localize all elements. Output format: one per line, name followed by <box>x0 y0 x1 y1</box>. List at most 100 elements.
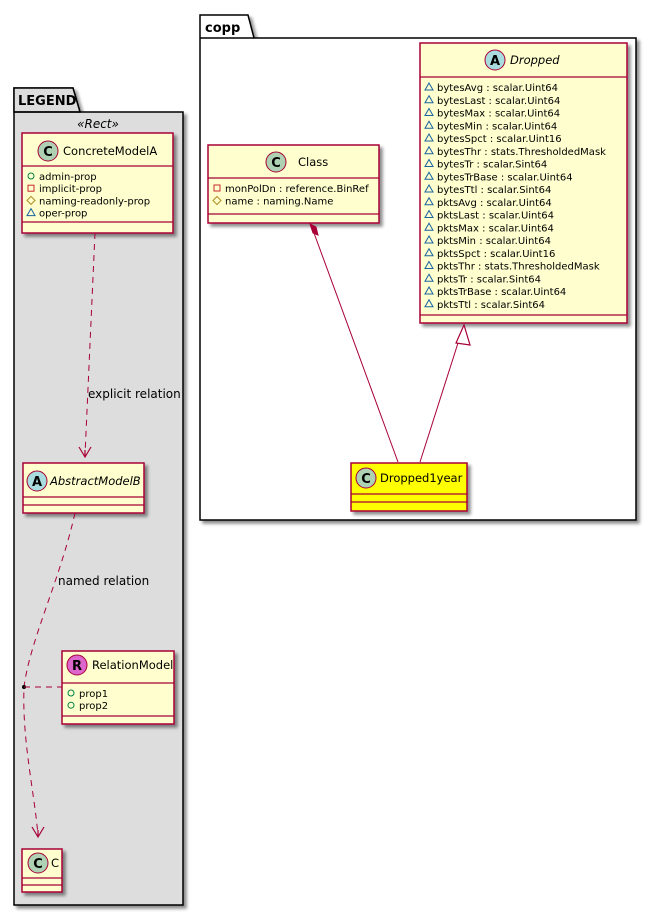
public-visibility-icon <box>27 172 35 180</box>
attribute-row: pktsMin : scalar.Uint64 <box>424 234 551 247</box>
class-class[interactable]: C Class monPolDn : reference.BinRef name … <box>207 144 380 224</box>
legend-package-title: LEGEND <box>18 94 77 109</box>
public-visibility-icon <box>67 701 75 709</box>
package-visibility-icon <box>424 222 434 231</box>
badge-letter: R <box>72 659 82 674</box>
attribute-row: bytesThr : stats.ThresholdedMask <box>424 145 606 158</box>
package-visibility-icon <box>424 132 434 142</box>
attribute-text: bytesSpct : scalar.Uint16 <box>437 134 562 145</box>
attribute-text: bytesTrBase : scalar.Uint64 <box>437 172 573 183</box>
protected-visibility-icon <box>212 195 222 206</box>
arrowhead-icon <box>31 826 45 839</box>
badge-letter: C <box>43 145 53 160</box>
badge-letter: A <box>32 475 42 490</box>
private-visibility-icon <box>213 184 221 192</box>
package-visibility-icon <box>424 107 434 116</box>
class-c[interactable]: C C <box>21 848 63 893</box>
copp-package-title: copp <box>205 21 240 36</box>
package-visibility-icon <box>424 171 434 180</box>
attribute-row: name : naming.Name <box>212 195 333 208</box>
attribute-text: name : naming.Name <box>225 197 333 208</box>
badge-letter: C <box>33 857 43 872</box>
named-relation-label: named relation <box>58 574 149 588</box>
class-name: RelationModel <box>92 658 173 672</box>
attribute-row: bytesTrBase : scalar.Uint64 <box>424 171 573 183</box>
attribute-row: implicit-prop <box>27 184 102 195</box>
package-visibility-icon <box>424 183 434 193</box>
attribute-row: pktsTrBase : scalar.Uint64 <box>424 285 566 298</box>
class-name: ConcreteModelA <box>63 144 157 158</box>
attribute-text: bytesAvg : scalar.Uint64 <box>437 83 558 94</box>
attribute-row: pktsSpct : scalar.Uint16 <box>424 247 555 260</box>
attribute-row: pktsAvg : scalar.Uint64 <box>424 196 552 209</box>
attribute-text: pktsSpct : scalar.Uint16 <box>437 249 555 260</box>
attribute-text: pktsTr : scalar.Sint64 <box>437 274 541 285</box>
relation-badge-icon <box>66 654 88 676</box>
attr-list: monPolDn : reference.BinRef name : naming… <box>212 184 369 208</box>
attribute-row: bytesTr : scalar.Sint64 <box>424 158 547 171</box>
attribute-text: implicit-prop <box>39 184 102 195</box>
private-visibility-icon <box>27 184 35 192</box>
attribute-row: bytesLast : scalar.Uint64 <box>424 94 560 107</box>
class-name: Class <box>298 155 328 169</box>
package-visibility-icon <box>424 94 434 104</box>
package-visibility-icon <box>424 209 434 218</box>
attribute-text: bytesThr : stats.ThresholdedMask <box>437 147 606 158</box>
attribute-row: prop2 <box>67 701 108 712</box>
class-badge-icon <box>355 467 377 489</box>
attribute-row: bytesTtl : scalar.Sint64 <box>424 183 551 196</box>
attribute-text: monPolDn : reference.BinRef <box>225 184 369 195</box>
class-dropped[interactable]: A Dropped bytesAvg : scalar.Uint64bytesL… <box>419 42 628 324</box>
explicit-relation-edge: explicit relation <box>78 232 181 459</box>
attribute-text: pktsLast : scalar.Uint64 <box>437 211 554 222</box>
composition-diamond-icon <box>309 223 319 236</box>
attribute-row: prop1 <box>67 689 108 700</box>
attribute-text: pktsThr : stats.ThresholdedMask <box>437 262 600 273</box>
attribute-text: oper-prop <box>39 209 87 220</box>
attribute-row: pktsThr : stats.ThresholdedMask <box>424 260 600 273</box>
attribute-text: pktsAvg : scalar.Uint64 <box>437 198 552 209</box>
attribute-row: monPolDn : reference.BinRef <box>213 184 369 195</box>
class-abstract-model-b[interactable]: A AbstractModelB <box>22 462 145 514</box>
protected-visibility-icon <box>26 195 36 206</box>
attribute-text: bytesTr : scalar.Sint64 <box>437 160 547 171</box>
package-visibility-icon <box>26 207 36 217</box>
attribute-row: bytesAvg : scalar.Uint64 <box>424 81 558 94</box>
attribute-text: admin-prop <box>39 172 97 183</box>
inheritance-arrow-icon <box>455 323 471 346</box>
badge-letter: C <box>271 156 281 171</box>
attribute-row: pktsTr : scalar.Sint64 <box>424 273 541 285</box>
attribute-text: bytesMin : scalar.Uint64 <box>437 121 557 132</box>
class-name: Dropped1year <box>380 471 463 485</box>
attribute-text: prop2 <box>79 701 108 712</box>
abstract-badge-icon <box>484 49 506 71</box>
attr-list: admin-propimplicit-propnaming-readonly-p… <box>26 172 150 220</box>
class-badge-icon <box>265 151 287 173</box>
attribute-text: bytesMax : scalar.Uint64 <box>437 109 560 120</box>
attribute-row: naming-readonly-prop <box>26 195 150 207</box>
package-visibility-icon <box>424 120 434 129</box>
inheritance-edge <box>419 323 471 463</box>
attribute-row: admin-prop <box>27 172 97 183</box>
package-visibility-icon <box>424 247 434 257</box>
attribute-text: bytesTtl : scalar.Sint64 <box>437 185 551 196</box>
public-visibility-icon <box>67 689 75 697</box>
attribute-row: bytesMax : scalar.Uint64 <box>424 107 560 120</box>
attribute-row: pktsLast : scalar.Uint64 <box>424 209 554 222</box>
class-badge-icon <box>37 140 59 162</box>
attribute-text: pktsTtl : scalar.Sint64 <box>437 300 545 311</box>
attribute-row: bytesSpct : scalar.Uint16 <box>424 132 562 145</box>
package-visibility-icon <box>424 158 434 167</box>
attribute-text: pktsTrBase : scalar.Uint64 <box>437 287 566 298</box>
class-name: Dropped <box>510 53 560 67</box>
package-visibility-icon <box>424 298 434 308</box>
abstract-badge-icon <box>26 470 48 492</box>
class-dropped1year[interactable]: C Dropped1year <box>350 462 468 512</box>
package-visibility-icon <box>424 145 434 155</box>
attribute-row: pktsTtl : scalar.Sint64 <box>424 298 545 311</box>
class-concrete-model-a[interactable]: C ConcreteModelA admin-propimplicit-prop… <box>21 132 174 234</box>
